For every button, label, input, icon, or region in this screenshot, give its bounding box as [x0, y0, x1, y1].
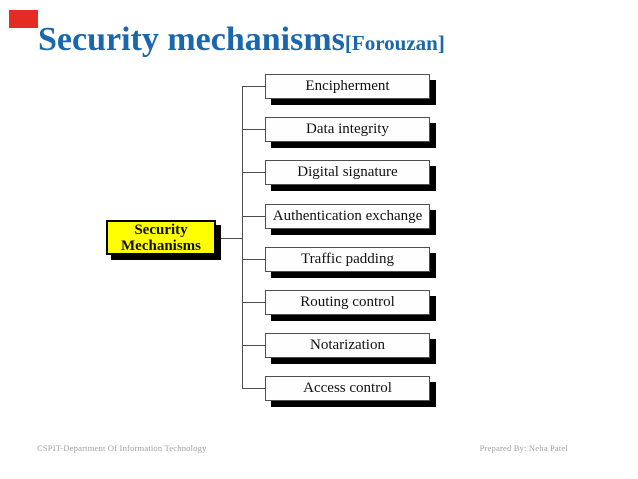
- red-corner-marker: [9, 10, 38, 28]
- node-authentication-exchange: Authentication exchange: [265, 204, 430, 229]
- connector-stub-notarization: [242, 345, 265, 346]
- node-security-mechanisms: Security Mechanisms: [106, 220, 216, 255]
- node-access-control: Access control: [265, 376, 430, 401]
- connector-stub-routing-control: [242, 302, 265, 303]
- connector-stub-data-integrity: [242, 129, 265, 130]
- root-node-line2: Mechanisms: [121, 237, 201, 254]
- footer-prepared-by-text: Prepared By: Neha Patel: [479, 443, 568, 453]
- connector-stub-authentication-exchange: [242, 216, 265, 217]
- slide-title: Security mechanisms[Forouzan]: [38, 20, 445, 63]
- connector-trunk-line: [242, 86, 243, 389]
- node-routing-control: Routing control: [265, 290, 430, 315]
- slide-title-citation: [Forouzan]: [344, 31, 445, 55]
- root-node-line1: Security: [134, 221, 188, 238]
- node-digital-signature: Digital signature: [265, 160, 430, 185]
- connector-root-stub: [215, 238, 243, 239]
- connector-stub-encipherment: [242, 86, 265, 87]
- node-data-integrity: Data integrity: [265, 117, 430, 142]
- slide-title-main: Security mechanisms: [38, 21, 345, 58]
- node-encipherment: Encipherment: [265, 74, 430, 99]
- footer-department-text: CSPIT-Department Of Information Technolo…: [37, 443, 207, 453]
- connector-stub-access-control: [242, 388, 265, 389]
- connector-stub-traffic-padding: [242, 259, 265, 260]
- node-traffic-padding: Traffic padding: [265, 247, 430, 272]
- node-notarization: Notarization: [265, 333, 430, 358]
- connector-stub-digital-signature: [242, 172, 265, 173]
